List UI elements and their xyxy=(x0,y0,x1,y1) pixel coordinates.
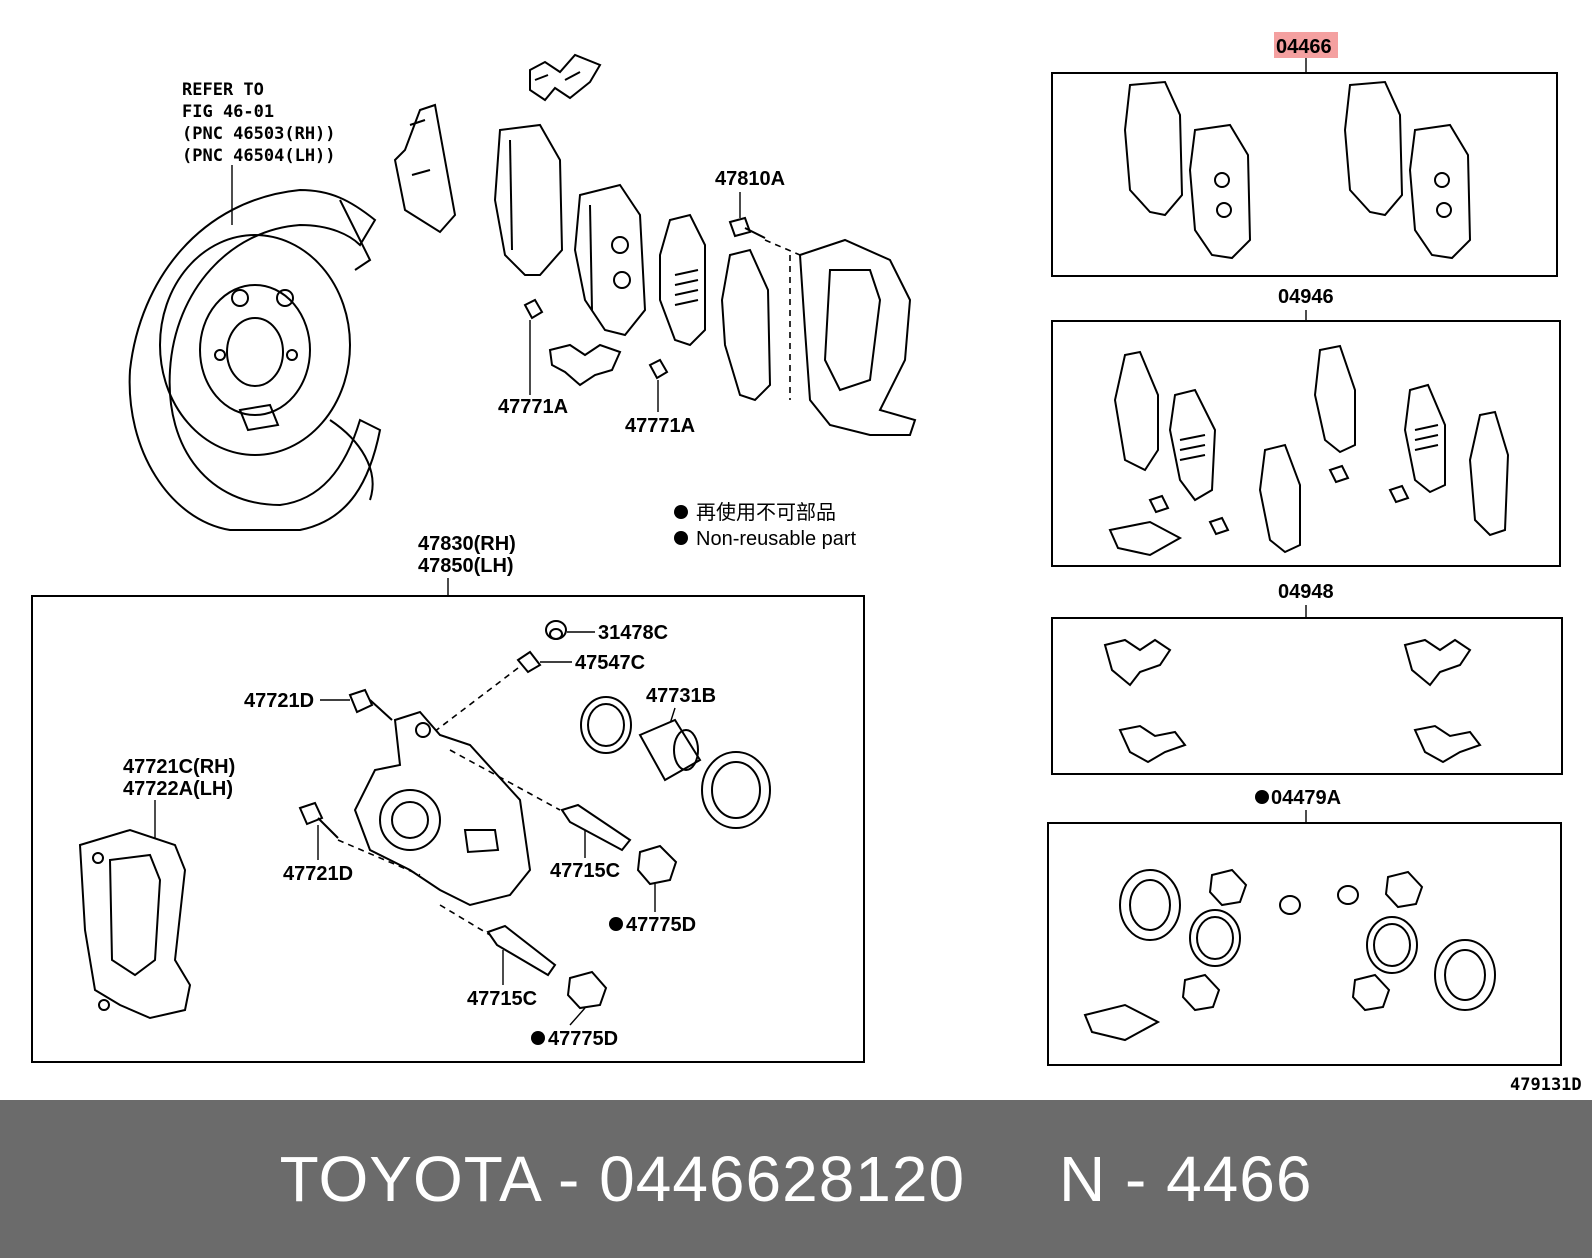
shim-kit-04946-illustration xyxy=(1108,344,1510,557)
legend-bullet-en xyxy=(674,531,688,545)
caliper-body-illustration xyxy=(353,710,532,907)
legend-en: Non-reusable part xyxy=(696,528,857,550)
bolt-47721D-lower-illustration xyxy=(298,801,339,839)
bleeder-47547C-illustration xyxy=(516,650,542,674)
caliper-assembly-box xyxy=(31,595,865,1063)
pin-lower-dashed-line xyxy=(439,904,491,936)
label-47715C-2: 47715C xyxy=(467,988,537,1010)
piston-seal-ring-illustration xyxy=(580,696,632,754)
label-47715C-1: 47715C xyxy=(550,860,620,882)
bolt-47810A-illustration xyxy=(728,216,766,239)
label-caliper-rh: 47830(RH) xyxy=(418,533,516,555)
label-47775D-1: 47775D xyxy=(626,914,696,936)
non-reusable-mark-kit xyxy=(1255,790,1269,804)
label-47810A: 47810A xyxy=(715,168,785,190)
seal-kit-04479A-illustration xyxy=(1083,868,1496,1042)
shim-kit-box-04946 xyxy=(1051,320,1561,567)
footer-text: TOYOTA - 0446628120 N - 4466 xyxy=(279,1143,1313,1215)
bolt-47721D-upper-illustration xyxy=(348,688,393,721)
clip-kit-box-04948 xyxy=(1051,617,1563,775)
piston-47731B-illustration xyxy=(638,718,702,782)
pin-upper-dashed-line xyxy=(449,749,561,811)
clip-47771A-illustration-2 xyxy=(648,358,669,380)
label-47721D-1: 47721D xyxy=(244,690,314,712)
boot-47775D-lower-illustration xyxy=(566,970,608,1010)
label-04948: 04948 xyxy=(1278,581,1334,603)
boot-47775D-upper-illustration xyxy=(636,844,678,886)
cap-31478C-illustration xyxy=(545,620,567,640)
pad-kit-04466-illustration xyxy=(1123,80,1472,260)
non-reusable-mark-2 xyxy=(531,1031,545,1045)
label-mount-rh: 47721C(RH) xyxy=(123,756,235,778)
leader-47775D-2 xyxy=(569,1007,586,1026)
label-caliper-lh: 47850(LH) xyxy=(418,555,514,577)
refer-note-line2: FIG 46-01 xyxy=(182,102,274,122)
label-04946: 04946 xyxy=(1278,286,1334,308)
label-47721D-2: 47721D xyxy=(283,863,353,885)
label-47775D-2: 47775D xyxy=(548,1028,618,1050)
clip-kit-04948-illustration xyxy=(1103,638,1482,764)
bolt-lower-dashed-line xyxy=(337,839,421,876)
label-47547C: 47547C xyxy=(575,652,645,674)
brake-pad-inner-illustration xyxy=(573,183,647,337)
bleeder-dashed-line xyxy=(429,667,519,736)
label-mount-lh: 47722A(LH) xyxy=(123,778,233,800)
brake-pad-outer-illustration xyxy=(493,123,564,276)
seal-kit-box-04479A xyxy=(1047,822,1562,1066)
refer-note-line4: (PNC 46504(LH)) xyxy=(182,146,336,166)
pad-kit-box-04466 xyxy=(1051,72,1558,277)
figure-code: 479131D xyxy=(1510,1075,1582,1095)
label-47771A-1: 47771A xyxy=(498,396,568,418)
label-47771A-2: 47771A xyxy=(625,415,695,437)
dust-shield-illustration xyxy=(128,188,382,531)
legend-bullet-jp xyxy=(674,505,688,519)
caliper-mount-top-illustration xyxy=(798,238,917,436)
clip-47771A-illustration-1 xyxy=(523,298,544,320)
outer-shim-illustration xyxy=(720,248,772,402)
brake-parts-diagram: REFER TO FIG 46-01 (PNC 46503(RH)) (PNC … xyxy=(31,32,1582,1095)
bolt-dashed-line xyxy=(764,239,801,256)
refer-note-line3: (PNC 46503(RH)) xyxy=(182,124,336,144)
label-47731B: 47731B xyxy=(646,685,716,707)
pin-47715C-lower-illustration xyxy=(486,924,557,977)
clip-pair-illustration xyxy=(548,343,622,387)
non-reusable-mark-1 xyxy=(609,917,623,931)
label-04479A: 04479A xyxy=(1271,787,1341,809)
pad-shim-illustration xyxy=(659,213,706,347)
caliper-mount-bracket-illustration xyxy=(78,828,192,1020)
pin-47715C-upper-illustration xyxy=(560,803,632,852)
label-31478C: 31478C xyxy=(598,622,668,644)
legend-jp: 再使用不可部品 xyxy=(696,501,836,524)
piston-boot-illustration xyxy=(701,751,771,829)
highlight-04466 xyxy=(1274,32,1338,58)
footer-bar: TOYOTA - 0446628120 N - 4466 xyxy=(0,1100,1592,1258)
pad-clip-top-illustration xyxy=(529,53,602,102)
refer-note-line1: REFER TO xyxy=(182,80,264,100)
anti-squeal-shim-illustration xyxy=(393,103,457,234)
label-04466: 04466 xyxy=(1276,36,1332,58)
